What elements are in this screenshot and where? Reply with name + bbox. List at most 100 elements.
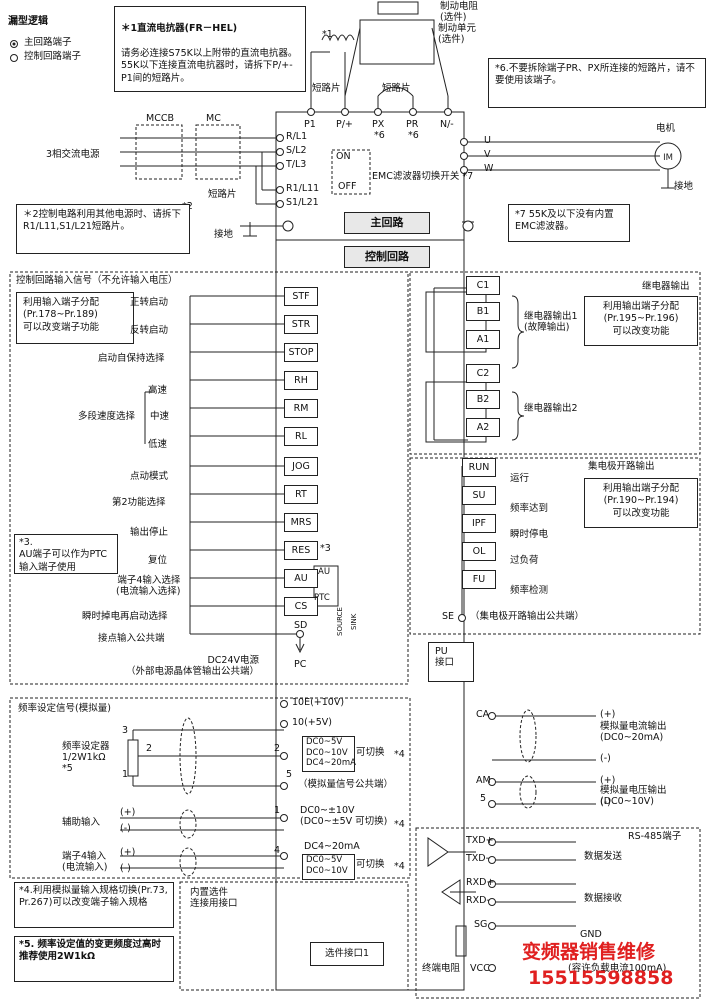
source-label: SOURCE [336,607,344,636]
star-4c: *4 [394,861,405,872]
ground-label-motor: 接地 [674,181,694,192]
terminal-fu: FU [462,570,496,589]
oc-label-fu: 频率检测 [510,585,549,596]
sink-label: SINK [350,613,358,630]
dc-reactor-star: *1 [322,29,333,40]
terminal-4-range: DC0~5V DC0~10V [302,854,355,880]
terminal-1-range: DC0~±10V (DC0~±5V 可切换) [300,805,388,827]
shorting-bar-r1: 短路片 [208,189,237,200]
se-label: （集电极开路输出公共端） [470,611,585,622]
pu-connector: PU 接口 [428,642,474,682]
analog-input-header: 频率设定信号(模拟量) [18,703,111,714]
terminal-pr-star: *6 [408,130,419,141]
label-str: 反转启动 [130,325,169,336]
label-stop: 启动自保持选择 [98,353,165,364]
note-2: ＊2控制电路利用其他电源时、请拆下R1/L11,S1/L21短路片。 [16,204,190,254]
label-mrs: 输出停止 [130,527,169,538]
motor-im-text: IM [663,153,673,163]
am-plus: (+) [600,775,616,786]
terminal-ol: OL [462,542,496,561]
terminal-str: STR [284,315,318,334]
oc-label-run: 运行 [510,473,530,484]
shorting-bar-px: 短路片 [382,83,411,94]
mc-label: MC [206,113,221,124]
terminal-c1: C1 [466,276,500,295]
label-high: 高速 [148,385,168,396]
note-5: *5. 频率设定值的变更频度过高时推荐使用2W1kΩ [14,936,174,982]
brake-unit-label: 制动单元 (选件) [438,23,477,45]
terminal-s: S/L2 [286,145,307,156]
star-4b: *4 [394,819,405,830]
terminal-txd-minus: TXD- [466,853,490,864]
shorting-bar-p1: 短路片 [312,83,341,94]
terminal-4-switch: 可切换 [356,859,385,870]
au-switch-label: AU [318,567,331,577]
option-header: 内置选件 连接用接口 [190,887,238,909]
mccb-label: MCCB [146,113,174,124]
oc-header: 集电极开路输出 [588,461,655,472]
gnd-label: GND [580,929,602,940]
terminal-1: 1 [274,805,281,816]
terminal-txd-plus: TXD+ [466,835,494,846]
label-rt: 第2功能选择 [112,497,166,508]
terminal-p-plus: P/+ [336,119,353,130]
brake-resistor-label: 制动电阻 (选件) [440,1,479,23]
emc-on-label: ON [336,151,351,162]
watermark-phone: 15515598858 [528,967,674,989]
terminal-rh: RH [284,371,318,390]
terminal-n-minus: N/- [440,119,454,130]
terminal-mrs: MRS [284,513,318,532]
aux-plus: (+) [120,807,136,818]
terminal-ipf: IPF [462,514,496,533]
t4-minus: (-) [120,863,131,874]
terminal-5-label: （模拟量信号公共端） [298,779,394,790]
note-3: *3. AU端子可以作为PTC输入端子使用 [14,534,118,574]
label-multi-speed: 多段速度选择 [78,411,136,422]
terminal-v: V [484,149,491,160]
ptc-switch-label: PTC [314,593,330,603]
terminal-u: U [484,135,491,146]
terminal-pc: PC [294,659,307,670]
terminal-a2: A2 [466,418,500,437]
terminal-4-input-label: 端子4输入 (电流输入) [62,851,108,873]
ac-supply-label: 3相交流电源 [46,149,100,160]
terminal-4: 4 [274,845,281,856]
terminal-rxd-plus: RXD+ [466,877,495,888]
star-4a: *4 [394,749,405,760]
control-input-header: 控制回路输入信号（不允许输入电压） [16,275,178,286]
terminal-pr: PR [406,119,419,130]
star-3: *3 [320,543,331,554]
terminal-2-range: DC0~5V DC0~10V DC4~20mA [302,736,356,772]
terminal-r1: R1/L11 [286,183,320,194]
emc-off-label: OFF [338,181,357,192]
terminal-b1: B1 [466,302,500,321]
note-7: *7 55K及以下没有内置EMC滤波器。 [508,204,630,242]
control-circuit-label: 控制回路 [344,246,430,268]
rs485-header: RS-485端子 [628,831,682,842]
terminal-a1: A1 [466,330,500,349]
am-minus: (-) [600,797,611,808]
terminal-stf: STF [284,287,318,306]
label-au: 端子4输入选择 (电流输入选择) [116,575,181,597]
terminal-se: SE [442,611,455,622]
terminal-rm: RM [284,399,318,418]
terminal-stop: STOP [284,343,318,362]
am-label: 模拟量电压输出 (DC0~10V) [600,785,667,807]
terminal-run: RUN [462,458,496,477]
terminal-vcc: VCC [470,963,490,974]
relay-output-2: 继电器输出2 [524,403,578,414]
pot-pin-2: 2 [146,743,153,754]
terminal-10: 10(+5V) [292,717,333,728]
ground-label-left: 接地 [214,229,234,240]
label-jog: 点动模式 [130,471,169,482]
aux-minus: (-) [120,823,131,834]
data-send-label: 数据发送 [584,851,623,862]
pot-pin-1: 1 [122,769,129,780]
terminal-10e: 10E(+10V) [292,697,345,708]
terminal-px-star: *6 [374,130,385,141]
terminal-jog: JOG [284,457,318,476]
terminal-2-switch: 可切换 [356,747,385,758]
oc-note: 利用输出端子分配 (Pr.190~Pr.194) 可以改变功能 [584,478,698,528]
note-dc-reactor-title: ＊1直流电抗器(FR－HEL) [121,23,238,35]
